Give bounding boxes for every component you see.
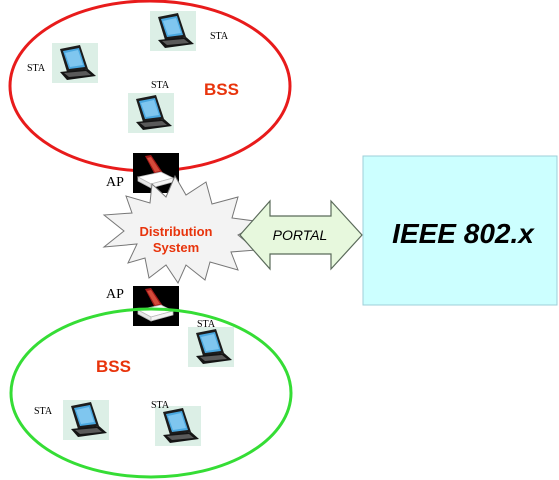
sta-label: STA [197,319,216,330]
bss-bottom-ring [9,307,293,479]
bss-top-label: BSS [204,80,239,99]
ap-top-label: AP [106,175,124,190]
ieee-box [362,155,558,306]
laptop-icon [188,327,234,367]
distribution-system-label-line2: System [153,240,199,255]
sta-label: STA [151,80,170,91]
sta-label: STA [34,406,53,417]
sta-label: STA [210,31,229,42]
distribution-system-burst [102,174,264,285]
laptop-icon [155,406,201,446]
bss-bottom-label: BSS [96,357,131,376]
distribution-system-label-line1: Distribution [140,224,213,239]
portal-label: PORTAL [273,227,328,243]
laptop-icon [150,11,196,51]
access-point-icon [132,285,180,327]
ap-bottom-label: AP [106,287,124,302]
laptop-icon [52,43,98,83]
laptop-icon [63,400,109,440]
portal-arrow [239,199,363,271]
laptop-icon [128,93,174,133]
sta-label: STA [27,63,46,74]
ieee-label: IEEE 802.x [392,218,535,249]
sta-label: STA [151,400,170,411]
